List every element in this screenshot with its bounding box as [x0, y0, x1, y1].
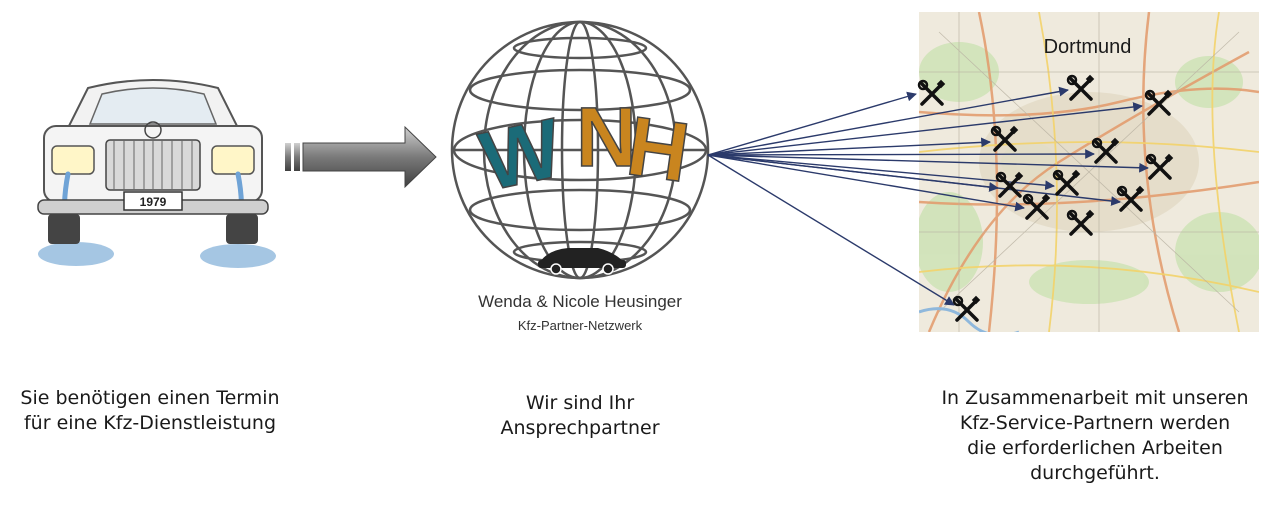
wrench-screwdriver-icon — [995, 170, 1025, 198]
globe-icon — [450, 20, 710, 280]
headlight-left — [51, 145, 95, 175]
water-puddle-right — [200, 244, 276, 268]
company-subtitle: Kfz-Partner-Netzwerk — [517, 318, 643, 333]
wrench-screwdriver-icon — [1145, 152, 1175, 180]
wrench-screwdriver-icon — [917, 78, 947, 106]
connection-line — [707, 154, 1055, 191]
connection-line — [707, 154, 1149, 173]
connection-line — [707, 149, 1095, 159]
logo-letter-n: N — [576, 90, 637, 184]
caption-right: In Zusammenarbeit mit unseren Kfz-Servic… — [941, 387, 1249, 484]
wrench-screwdriver-icon — [1066, 208, 1096, 236]
connection-line — [707, 102, 1143, 156]
wrench-screwdriver-icon — [1144, 88, 1174, 116]
connection-line — [707, 154, 955, 306]
connection-line — [707, 86, 1069, 156]
connection-line — [707, 154, 1121, 206]
globe-logo: W N H — [450, 20, 710, 280]
caption-center: Wir sind Ihr Ansprechpartner — [500, 392, 660, 439]
connection-line — [707, 154, 1025, 212]
process-arrow — [285, 125, 437, 189]
car-illustration: 1979 — [37, 79, 276, 268]
wrench-screwdriver-icon — [952, 294, 982, 322]
wrench-screwdriver-icon — [1091, 136, 1121, 164]
wrench-screwdriver-icon — [990, 124, 1020, 152]
wrench-screwdriver-icon — [1116, 184, 1146, 212]
logo-letter-h: H — [622, 98, 695, 200]
headlight-right — [211, 145, 255, 175]
wrench-screwdriver-icon — [1066, 73, 1096, 101]
caption-left: Sie benötigen einen Termin für eine Kfz-… — [20, 387, 280, 434]
company-name: Wenda & Nicole Heusinger — [478, 292, 682, 311]
wrench-screwdriver-icon — [1022, 192, 1052, 220]
connection-line — [707, 91, 917, 156]
water-puddle-left — [38, 242, 114, 266]
city-map — [919, 12, 1259, 332]
license-plate: 1979 — [140, 195, 167, 209]
map-city-label: Dortmund — [1043, 36, 1132, 58]
wrench-screwdriver-icon — [1052, 168, 1082, 196]
star-emblem-icon — [144, 121, 162, 139]
connection-line — [707, 137, 991, 156]
car-icon — [538, 248, 626, 275]
